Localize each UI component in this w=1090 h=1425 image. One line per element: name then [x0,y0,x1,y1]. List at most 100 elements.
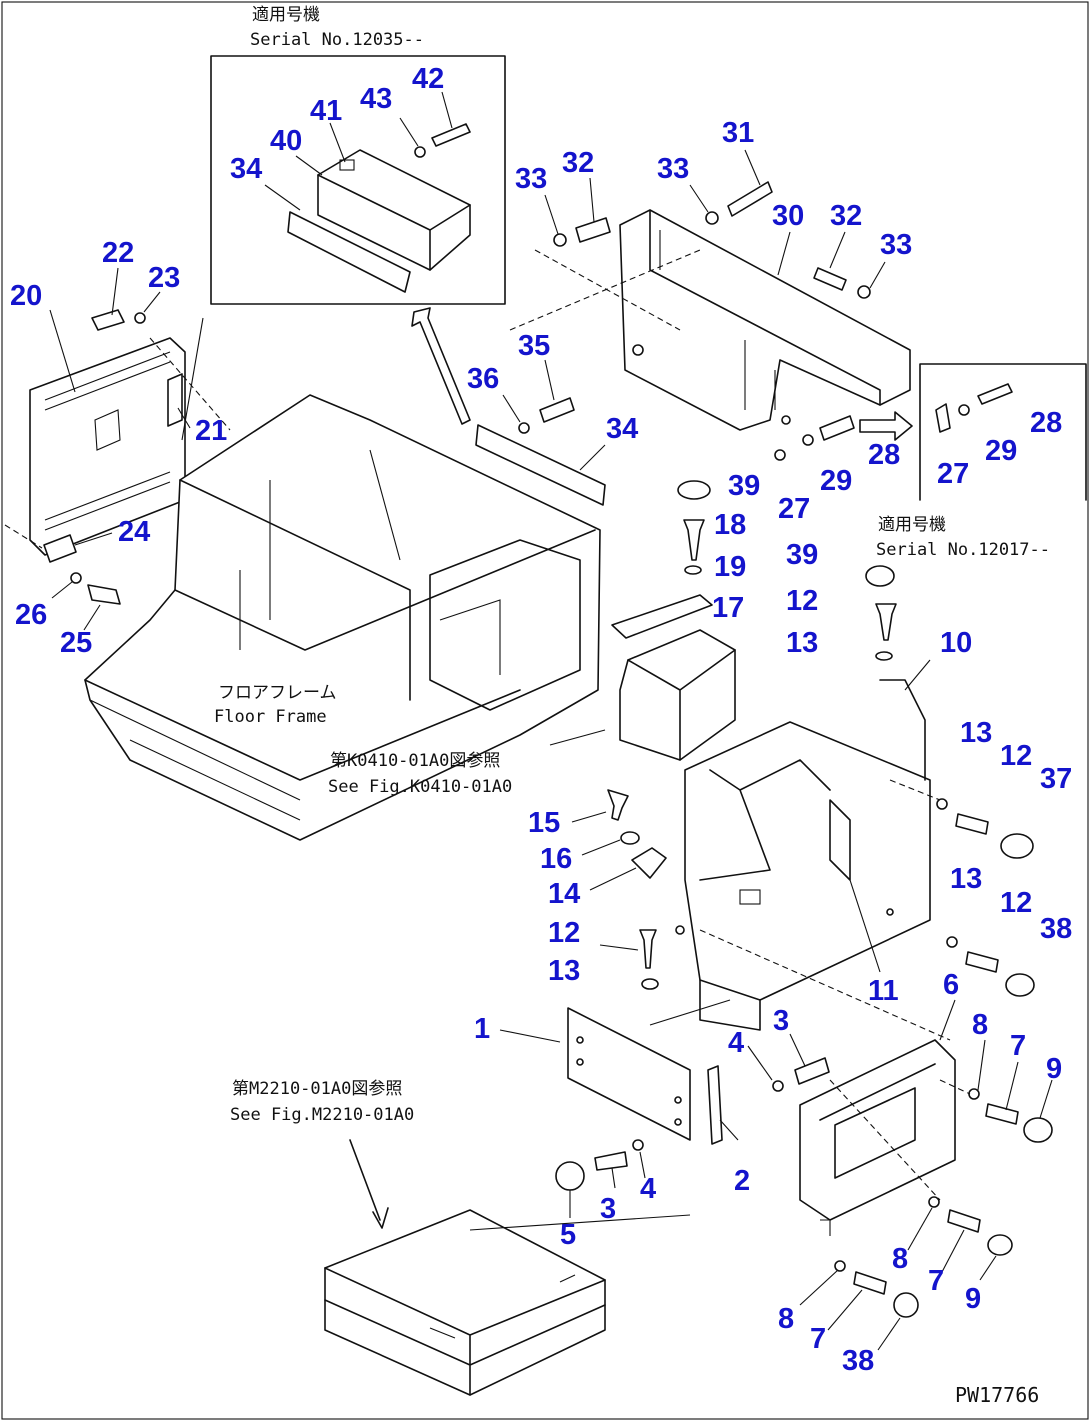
callout-15: 15 [528,807,560,839]
drawing-code: PW17766 [955,1383,1039,1407]
cap-39-b [865,565,895,587]
callout-37: 37 [1040,763,1072,795]
callout-34: 34 [606,413,638,445]
bolt-25 [87,584,121,605]
callout-26: 26 [15,599,47,631]
callout-34-inset: 34 [230,153,262,185]
washer-8-c [834,1260,846,1272]
bolt-31 [727,181,773,217]
bolt-35 [539,397,575,423]
bolt-32-a [575,217,611,243]
inset-right-frame [919,363,1087,501]
left-housing-fasteners: 15 16 14 12 13 [528,789,667,990]
cap-37 [1000,833,1034,859]
ref-k0410-en: See Fig.K0410-01A0 [328,777,512,797]
callout-18: 18 [714,509,746,541]
callout-35: 35 [518,330,550,362]
right-top-fasteners: 39 12 13 [786,539,897,661]
washer-33-b [705,211,719,225]
cap-5 [555,1161,585,1191]
top-cover-30: 33 32 33 31 30 32 33 28 29 27 [509,117,912,525]
callout-7-a: 7 [1010,1030,1026,1062]
callout-17: 17 [712,592,744,624]
inset-serial-12035: 適用号機 Serial No.12035-- 34 40 41 43 42 [210,5,506,425]
washer-13-d [641,978,659,990]
washer-16 [620,831,640,845]
callout-24: 24 [118,516,150,548]
callout-19: 19 [714,551,746,583]
bolt-12-a [875,603,897,641]
callout-8-a: 8 [972,1009,988,1041]
lower-left-parts: 1 2 3 4 3 4 5 [474,1005,830,1251]
washer-13-a [875,651,893,661]
callout-7-b: 7 [928,1265,944,1297]
callout-9-a: 9 [1046,1053,1062,1085]
plate-1 [567,1007,691,1141]
callout-27: 27 [778,493,810,525]
clip-14 [631,847,667,879]
bolt-7-c [853,1271,887,1295]
washer-36 [518,422,530,434]
cap-9-b [987,1234,1013,1256]
floor-frame-en: Floor Frame [214,707,327,727]
cover-6 [799,1039,956,1221]
bolt-22 [91,309,125,331]
callout-31: 31 [722,117,754,149]
bolt-7-b [947,1209,981,1233]
callout-7-c: 7 [810,1323,826,1355]
cap-39-a [677,480,711,500]
callout-16: 16 [540,843,572,875]
callout-39-b: 39 [786,539,818,571]
center-fasteners: 39 18 19 17 [611,470,760,639]
bracket-17 [611,594,713,639]
inset-right-applicable: 適用号機 [878,515,946,535]
bolt-12-c [965,951,999,973]
bolt-15 [607,789,629,821]
callout-3-b: 3 [600,1193,616,1225]
inset-bolt-42 [431,123,471,147]
left-cover-assembly: 20 22 23 21 24 26 25 [4,237,231,659]
bolt-12-d [639,929,657,969]
callout-5: 5 [560,1219,576,1251]
callout-3-a: 3 [773,1005,789,1037]
callout-20: 20 [10,280,42,312]
callout-23: 23 [148,262,180,294]
cover-latch-21 [167,373,183,427]
callout-13-d: 13 [548,955,580,987]
washer-13-b [936,798,948,810]
main-housing-10: 10 13 12 37 13 12 38 11 [649,627,1072,1041]
bracket-34 [475,424,606,506]
bolt-3-b [594,1151,628,1171]
callout-33-c: 33 [880,229,912,261]
inset-bracket-34 [287,211,411,293]
callout-8-b: 8 [892,1243,908,1275]
callout-6: 6 [943,969,959,1001]
callout-14: 14 [548,878,580,910]
washer-33-a [553,233,567,247]
inset-pointer-arrow [411,307,471,425]
callout-40: 40 [270,125,302,157]
inset-top-frame [210,55,506,305]
callout-43: 43 [360,83,392,115]
washer-4-a [772,1080,784,1092]
washer-27-main [774,449,786,461]
washer-29 [802,434,814,446]
callout-4-a: 4 [728,1027,744,1059]
washer-23 [134,312,146,324]
washer-4-b [632,1139,644,1151]
callout-33-a: 33 [515,163,547,195]
ref-m2210-jp: 第M2210-01A0図参照 [232,1079,402,1099]
callout-13-a: 13 [786,627,818,659]
bolt-12-b [955,813,989,835]
callout-12-b: 12 [1000,740,1032,772]
bolt-28 [819,415,855,441]
battery-box-body [324,1209,606,1396]
callout-39-a: 39 [728,470,760,502]
inset-right-arrow [859,411,913,441]
callout-27-inset: 27 [937,458,969,490]
floor-frame: フロアフレーム Floor Frame [84,394,601,841]
callout-8-c: 8 [778,1303,794,1335]
cap-38-a [1005,973,1035,997]
bracket-2 [707,1065,723,1145]
